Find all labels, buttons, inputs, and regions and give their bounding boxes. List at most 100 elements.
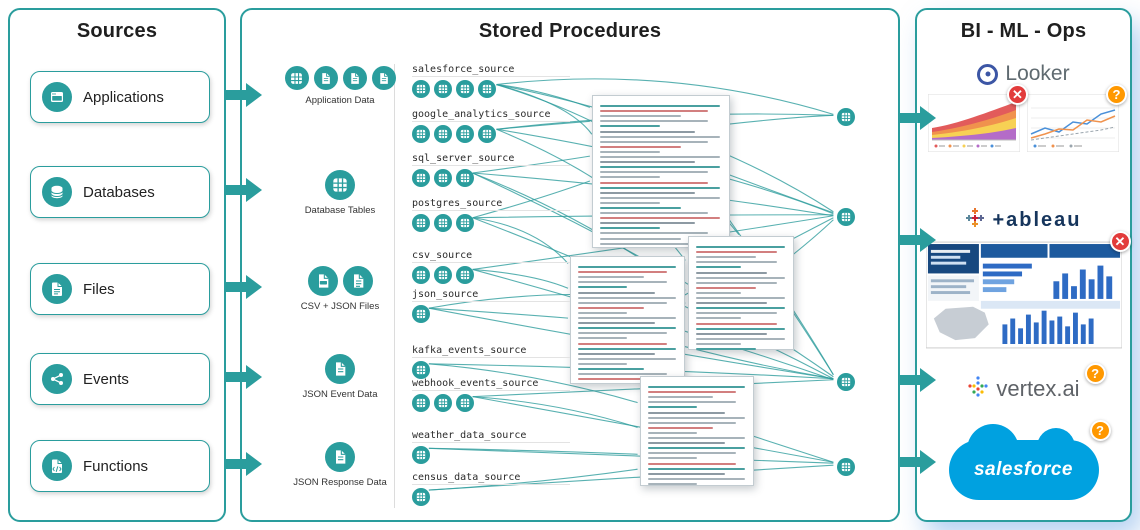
json-file-icon <box>325 354 355 384</box>
tableau-dashboard-thumbnail: ✕ <box>925 231 1131 349</box>
output-table-node <box>837 458 855 476</box>
table-node-icon <box>412 305 430 323</box>
sp-group-csv: csv_source <box>412 250 570 284</box>
error-badge: ✕ <box>1109 231 1131 252</box>
question-badge: ? <box>1089 420 1111 441</box>
source-applications: Applications <box>30 71 210 123</box>
table-node-icon <box>412 394 430 412</box>
table-node-icon <box>434 214 452 232</box>
sp-node-row <box>412 394 570 412</box>
database-tables-group: Database Tables <box>284 170 396 216</box>
table-node-icon <box>412 169 430 187</box>
application-data-group: Application Data <box>284 66 396 106</box>
flow-arrow <box>226 178 262 202</box>
applications-icon <box>42 82 72 112</box>
flow-arrow <box>900 368 936 392</box>
table-node-icon <box>412 125 430 143</box>
table-node-icon <box>456 125 474 143</box>
json-response-data-group: JSON Response Data <box>284 442 396 488</box>
table-node-icon <box>434 80 452 98</box>
flow-arrow <box>900 106 936 130</box>
sources-title: Sources <box>76 20 158 42</box>
output-table-node <box>837 208 855 226</box>
table-node-icon <box>456 214 474 232</box>
sp-group-label: google_analytics_source <box>412 109 570 122</box>
salesforce-cloud-icon: salesforce <box>948 424 1099 500</box>
source-label: Files <box>83 280 115 298</box>
tableau-tool: +ableau ✕ <box>917 208 1131 349</box>
table-node-icon <box>412 266 430 284</box>
table-node-icon <box>478 125 496 143</box>
sp-group-label: kafka_events_source <box>412 345 570 358</box>
table-node-icon <box>456 80 474 98</box>
sql-code-panel <box>570 256 685 384</box>
source-events: Events <box>30 353 210 405</box>
sp-group-salesforce: salesforce_source <box>412 64 570 98</box>
sp-group-json: json_source <box>412 289 570 323</box>
json-file-icon <box>325 442 355 472</box>
sp-group-google-analytics: google_analytics_source <box>412 109 570 143</box>
flow-arrow <box>226 452 262 476</box>
sp-node-row <box>412 361 570 379</box>
group-caption: Database Tables <box>304 205 376 216</box>
source-functions: Functions <box>30 440 210 492</box>
files-icon <box>42 274 72 304</box>
sp-node-row <box>412 446 570 464</box>
looker-charts: ✕ ? <box>928 84 1127 152</box>
stored-procedures-title: Stored Procedures <box>478 20 662 42</box>
salesforce-name: salesforce <box>973 459 1073 480</box>
source-label: Applications <box>83 88 164 106</box>
tableau-logo: +ableau <box>965 208 1081 233</box>
flow-arrow <box>226 275 262 299</box>
salesforce-logo: salesforce ? <box>948 420 1111 500</box>
source-databases: Databases <box>30 166 210 218</box>
vertex-ai-name: vertex.ai <box>996 375 1080 401</box>
table-node-icon <box>434 394 452 412</box>
vertex-ai-tool: vertex.ai ? <box>917 363 1130 402</box>
sp-group-census-data: census_data_source <box>412 472 570 506</box>
sp-group-label: census_data_source <box>412 472 570 485</box>
sp-group-label: salesforce_source <box>412 64 570 77</box>
flow-arrow <box>900 228 936 252</box>
sp-group-label: weather_data_source <box>412 430 570 443</box>
tableau-name: +ableau <box>992 209 1082 231</box>
table-node-icon <box>434 125 452 143</box>
stacked-area-chart-thumbnail: ✕ <box>928 84 1028 152</box>
sp-group-label: sql_server_source <box>412 153 570 166</box>
sql-code-panel <box>640 376 754 486</box>
table-node-icon <box>456 394 474 412</box>
vertex-ai-icon <box>967 375 989 402</box>
sp-group-label: json_source <box>412 289 570 302</box>
events-icon <box>42 364 72 394</box>
sp-group-label: csv_source <box>412 250 570 263</box>
csv-file-icon <box>307 266 338 296</box>
table-icon <box>325 170 355 200</box>
error-badge: ✕ <box>1007 84 1028 105</box>
table-node-icon <box>412 361 430 379</box>
csv-json-files-group: CSV + JSON Files <box>284 266 396 312</box>
file-icon <box>313 66 338 90</box>
vertex-logo: vertex.ai ? <box>967 363 1106 402</box>
bi-ml-ops-title: BI - ML - Ops <box>960 20 1087 42</box>
question-badge: ? <box>1084 363 1106 384</box>
flow-arrow <box>226 365 262 389</box>
sp-node-row <box>412 169 570 187</box>
table-node-icon <box>412 80 430 98</box>
sp-group-webhook-events: webhook_events_source <box>412 378 570 412</box>
table-node-icon <box>412 446 430 464</box>
file-icon <box>342 66 367 90</box>
table-node-icon <box>434 169 452 187</box>
looker-tool: Looker ✕ ? <box>917 62 1130 152</box>
column-divider <box>394 64 395 508</box>
salesforce-tool: salesforce ? <box>917 420 1130 500</box>
json-file-icon <box>342 266 373 296</box>
sp-node-row <box>412 266 570 284</box>
table-node-icon <box>412 488 430 506</box>
group-caption: CSV + JSON Files <box>300 301 380 312</box>
line-chart-thumbnail: ? <box>1027 84 1127 152</box>
source-label: Events <box>83 370 129 388</box>
sources-panel: Sources Applications Databases Files Eve… <box>8 8 226 522</box>
group-caption: Application Data <box>305 95 375 106</box>
group-caption: JSON Event Data <box>302 389 378 400</box>
file-icon <box>371 66 396 90</box>
